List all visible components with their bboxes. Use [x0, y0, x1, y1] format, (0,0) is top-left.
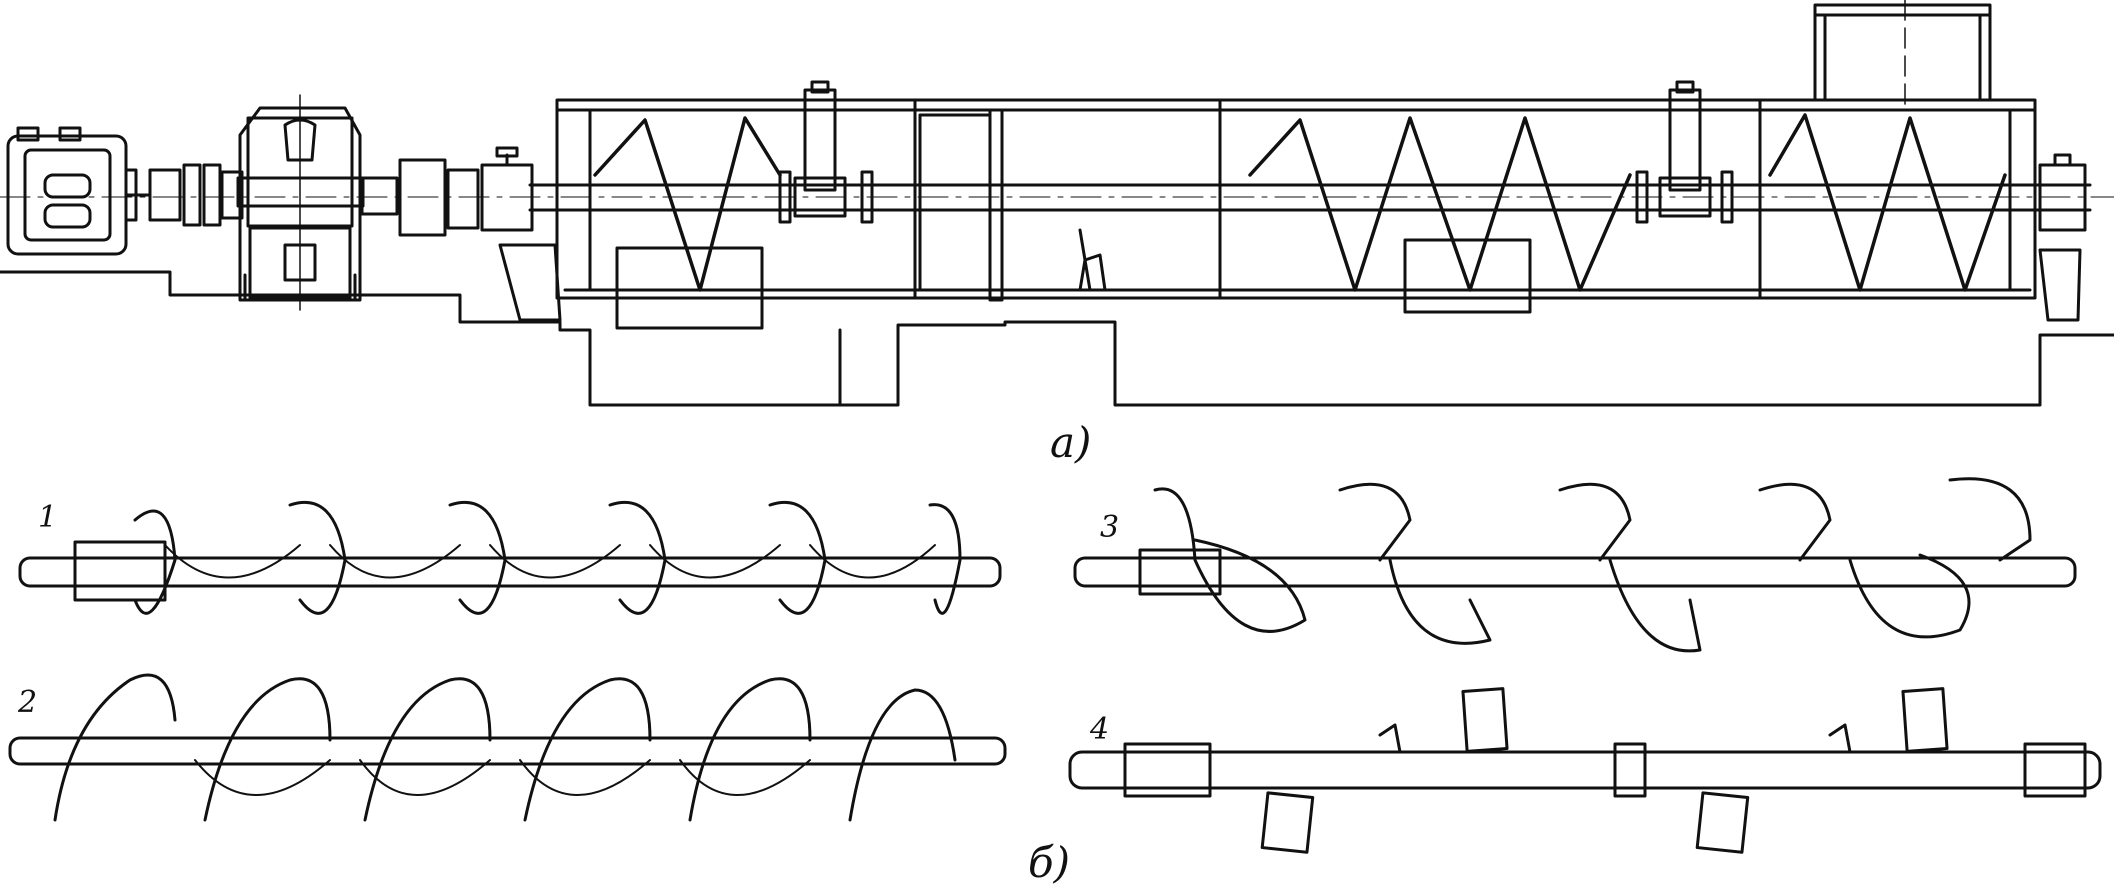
screw-label-2: 2	[18, 685, 38, 720]
caption-top: a)	[1050, 418, 1092, 467]
inlet-hopper	[1813, 0, 1992, 111]
screw-type-3	[1073, 477, 2077, 653]
screw-type-2	[8, 673, 1007, 822]
trough-housing	[555, 98, 2037, 300]
support-pad-2	[1403, 238, 1532, 314]
screw-conveyor-assembly	[0, 0, 2114, 407]
screw-label-4: 4	[1090, 712, 1110, 747]
gearbox	[236, 94, 365, 311]
screw-label-3: 3	[1100, 510, 1120, 545]
electric-motor	[6, 126, 152, 256]
trough-joint	[918, 108, 1107, 302]
screw-flights-top	[593, 113, 2007, 292]
bearing-right	[2038, 153, 2087, 322]
support-pad-1	[615, 246, 764, 330]
screw-type-1	[18, 500, 1002, 615]
coupling-1	[148, 163, 244, 227]
hanger-bearing-2	[1635, 80, 1734, 224]
caption-bottom: б)	[1028, 838, 1071, 887]
hanger-bearing-1	[778, 80, 874, 224]
bearing-left	[480, 146, 562, 322]
screw-type-4	[1068, 687, 2102, 854]
foundation-outline	[0, 270, 2114, 407]
screw-label-1: 1	[38, 500, 58, 535]
